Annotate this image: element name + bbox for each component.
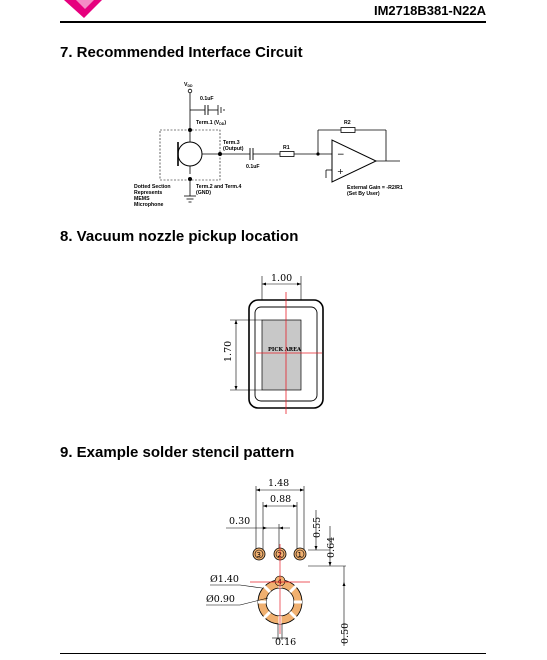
interface-circuit-diagram: VDD 0.1uF Term.1 (VDD) Term.3 (Output) 0… (134, 82, 403, 208)
cap-top-label: 0.1uF (200, 96, 214, 102)
gain-sublabel: (Set By User) (347, 191, 380, 197)
dotted-note-4: Microphone (134, 202, 164, 208)
dim-0-55-label: 0.55 (312, 517, 323, 538)
microphone-icon (177, 141, 203, 167)
resistor-r2 (340, 127, 356, 133)
opamp-minus: − (337, 150, 345, 160)
dia-1-40-label: Ø1.40 (210, 574, 239, 585)
header-rule (60, 21, 486, 23)
dia-0-90-label: Ø0.90 (206, 594, 235, 605)
dim-0-64-label: 0.64 (326, 537, 337, 558)
pad-3-label: 3 (257, 551, 261, 559)
pickup-width-label: 1.00 (271, 273, 292, 284)
term3-label: Term.3 (223, 140, 240, 146)
pickup-location-diagram: 1.00 PICK AREA 1.70 (223, 273, 324, 414)
pad-3: 3 (252, 547, 266, 561)
part-number: IM2718B381-N22A (373, 3, 486, 18)
r1-label: R1 (283, 145, 290, 151)
dotted-note-2: Represents (134, 190, 162, 196)
term3-sublabel: (Output) (223, 146, 244, 152)
dim-1-48-label: 1.48 (268, 478, 289, 489)
term24-label: Term.2 and Term.4 (196, 184, 241, 190)
stencil-pattern-diagram: 1.48 0.88 0.30 0.55 0.64 0.50 3 2 1 (206, 478, 351, 648)
pick-area-label: PICK AREA (268, 347, 302, 353)
r2-label: R2 (344, 120, 351, 126)
pickup-height-label: 1.70 (223, 341, 234, 362)
term1-label: Term.1 (VDD) (196, 120, 226, 126)
dim-0-16-label: 0.16 (275, 637, 296, 648)
dim-0-30-label: 0.30 (229, 516, 250, 527)
pad-1-label: 1 (298, 551, 302, 559)
opamp-plus: + (337, 167, 344, 176)
dim-0-50-label: 0.50 (340, 623, 351, 644)
term24-sublabel: (GND) (196, 190, 211, 196)
dim-0-88-label: 0.88 (270, 494, 291, 505)
brand-logo (64, 0, 102, 18)
footer-rule (60, 653, 486, 654)
section-title-interface-circuit: 7. Recommended Interface Circuit (60, 44, 303, 61)
vdd-terminal (187, 88, 193, 94)
opamp-symbol (331, 139, 378, 183)
dotted-note-3: MEMS (134, 196, 150, 202)
resistor-r1 (279, 151, 295, 157)
vdd-label: VDD (184, 82, 193, 88)
dotted-note-1: Dotted Section (134, 184, 171, 190)
gain-label: External Gain = -R2/R1 (347, 185, 403, 191)
section-title-stencil-pattern: 9. Example solder stencil pattern (60, 444, 295, 461)
cap-out-label: 0.1uF (246, 164, 260, 170)
pick-area-box (261, 319, 302, 391)
pad-1: 1 (293, 547, 307, 561)
term3-node (218, 152, 222, 156)
section-title-pickup-location: 8. Vacuum nozzle pickup location (60, 228, 299, 245)
